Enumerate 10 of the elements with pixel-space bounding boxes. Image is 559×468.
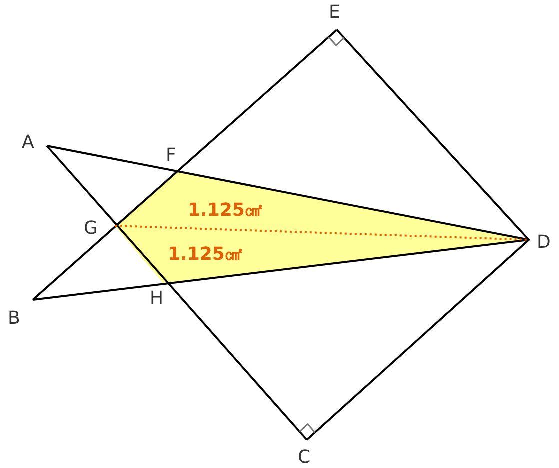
point-label: G [84,220,98,238]
point-label: E [329,4,340,22]
area-label: 1.125㎠ [168,246,243,264]
point-label: C [298,449,311,467]
point-label: D [537,234,551,252]
point-label: F [166,147,176,165]
point-label: B [8,310,20,328]
point-label: H [150,290,164,308]
point-label: A [22,134,34,152]
area-label: 1.125㎠ [188,202,263,220]
